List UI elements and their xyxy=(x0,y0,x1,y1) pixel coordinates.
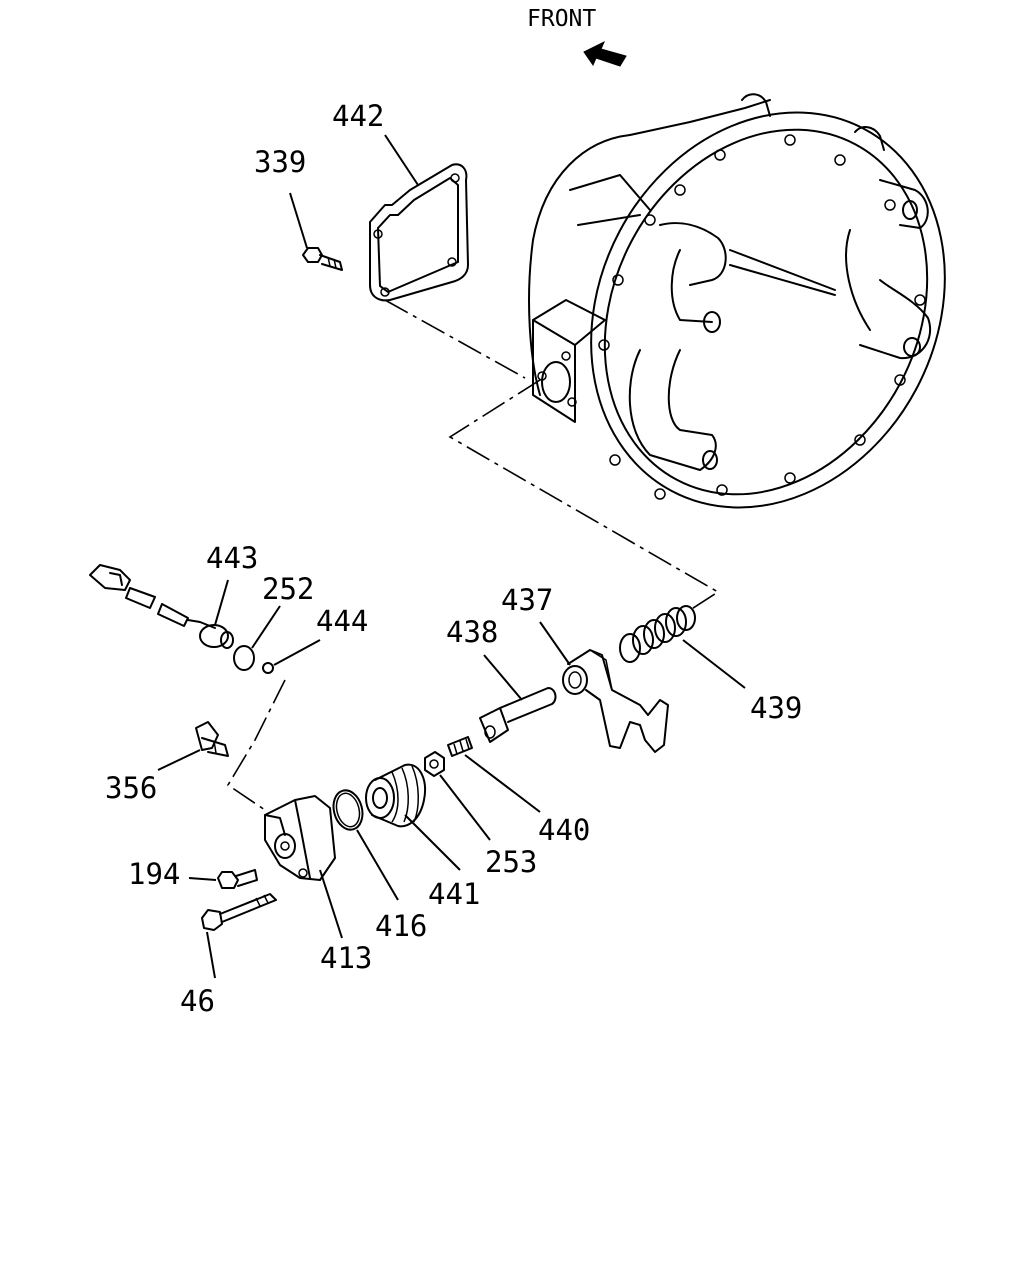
oring-252 xyxy=(233,645,255,671)
label-252: 252 xyxy=(262,572,314,606)
bleeder-356 xyxy=(195,721,229,757)
screw-440 xyxy=(447,736,473,757)
bolt-46 xyxy=(201,893,277,931)
cylinder-413 xyxy=(264,795,336,881)
label-194: 194 xyxy=(128,857,180,891)
arrow-front-icon xyxy=(583,40,627,67)
label-416: 416 xyxy=(375,909,427,943)
clutch-housing xyxy=(528,93,946,509)
cover-gasket-442 xyxy=(369,163,469,302)
label-440: 440 xyxy=(538,813,590,847)
label-46: 46 xyxy=(180,984,215,1018)
label-444: 444 xyxy=(316,604,368,638)
switch-443 xyxy=(89,564,234,649)
label-253: 253 xyxy=(485,845,537,879)
bolt-339 xyxy=(302,247,343,271)
bolt-194 xyxy=(217,869,258,889)
label-413: 413 xyxy=(320,941,372,975)
ball-444 xyxy=(262,662,274,674)
label-438: 438 xyxy=(446,615,498,649)
front-label: FRONT xyxy=(527,6,596,32)
seal-416 xyxy=(332,789,364,831)
piston-441 xyxy=(365,763,426,828)
spring-439 xyxy=(619,605,696,663)
nut-253 xyxy=(424,751,445,777)
label-439: 439 xyxy=(750,691,802,725)
label-441: 441 xyxy=(428,877,480,911)
pushrod-438 xyxy=(479,687,557,743)
fork-437 xyxy=(562,649,669,753)
label-443: 443 xyxy=(206,541,258,575)
label-442: 442 xyxy=(332,99,384,133)
label-356: 356 xyxy=(105,771,157,805)
label-339: 339 xyxy=(254,145,306,179)
label-437: 437 xyxy=(501,583,553,617)
